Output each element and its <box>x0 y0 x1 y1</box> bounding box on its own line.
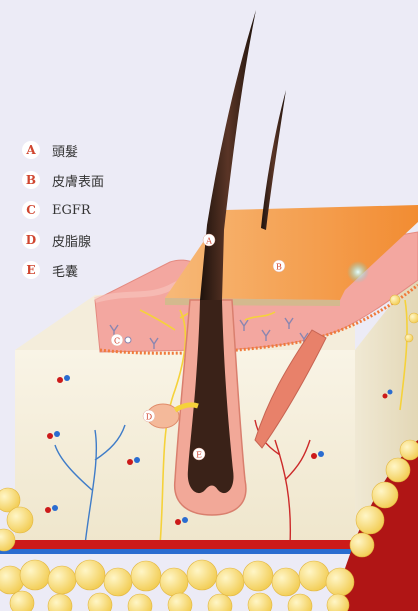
legend-item-c: C EGFR <box>22 195 104 225</box>
legend-letter-b: B <box>22 171 40 189</box>
legend-item-b: B 皮膚表面 <box>22 165 104 195</box>
svg-text:E: E <box>196 451 202 460</box>
legend-letter-c: C <box>22 201 40 219</box>
legend-letter-a: A <box>22 141 40 159</box>
svg-text:D: D <box>146 413 152 422</box>
svg-text:A: A <box>205 237 212 246</box>
legend-item-a: A 頭髮 <box>22 135 104 165</box>
legend: A 頭髮 B 皮膚表面 C EGFR D 皮脂腺 E 毛囊 <box>22 135 104 285</box>
legend-letter-d: D <box>22 231 40 249</box>
legend-item-e: E 毛囊 <box>22 255 104 285</box>
legend-label-d: 皮脂腺 <box>52 231 91 250</box>
marker-d: D <box>143 410 155 422</box>
legend-label-a: 頭髮 <box>52 141 78 160</box>
svg-text:C: C <box>114 337 120 346</box>
marker-b: B <box>273 260 285 272</box>
marker-e: E <box>193 448 205 460</box>
legend-label-c: EGFR <box>52 203 91 218</box>
legend-label-e: 毛囊 <box>52 261 78 280</box>
legend-letter-e: E <box>22 261 40 279</box>
legend-item-d: D 皮脂腺 <box>22 225 104 255</box>
legend-label-b: 皮膚表面 <box>52 171 104 190</box>
svg-text:B: B <box>276 263 282 272</box>
marker-a: A <box>203 234 215 246</box>
